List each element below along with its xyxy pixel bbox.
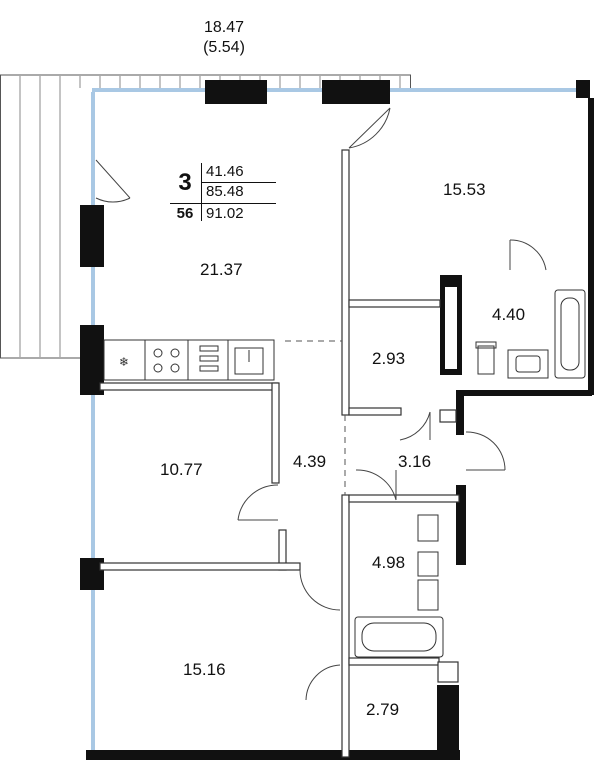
room-area-bedroom-bottom: 15.16 bbox=[183, 660, 226, 679]
room-area-bedroom-middle: 10.77 bbox=[160, 460, 203, 479]
balcony-reduced-area: (5.54) bbox=[203, 39, 245, 56]
room-area-bedroom-top-right: 15.53 bbox=[443, 180, 486, 199]
apartment-number: 56 bbox=[176, 205, 194, 222]
rooms-count: 3 bbox=[178, 169, 192, 196]
svg-text:❄: ❄ bbox=[119, 355, 129, 369]
apartment-summary: 3 56 41.46 85.48 91.02 bbox=[170, 163, 280, 222]
balcony-area-label: 18.47 (5.54) bbox=[186, 18, 262, 58]
doors bbox=[95, 107, 547, 701]
summary-rule bbox=[170, 203, 276, 204]
room-area-corridor: 4.39 bbox=[293, 452, 327, 471]
living-area: 41.46 bbox=[206, 163, 244, 180]
room-area-bathroom-top: 4.40 bbox=[492, 305, 526, 324]
room-area-bathroom-middle: 4.98 bbox=[372, 553, 406, 572]
balcony-area: 18.47 bbox=[203, 19, 245, 36]
total-area: 85.48 bbox=[206, 183, 244, 200]
summary-divider bbox=[201, 163, 202, 221]
room-area-kitchen-living: 21.37 bbox=[200, 260, 243, 279]
total-with-balcony: 91.02 bbox=[206, 205, 244, 222]
bath-fixtures bbox=[354, 289, 586, 658]
windows bbox=[91, 88, 578, 750]
summary-rule bbox=[202, 182, 276, 183]
room-area-hall-small: 3.16 bbox=[398, 452, 432, 471]
partitions bbox=[99, 149, 460, 758]
room-area-storage: 2.93 bbox=[372, 349, 406, 368]
kitchen-counter: ❄ bbox=[103, 339, 275, 381]
room-area-closet: 2.79 bbox=[366, 700, 400, 719]
